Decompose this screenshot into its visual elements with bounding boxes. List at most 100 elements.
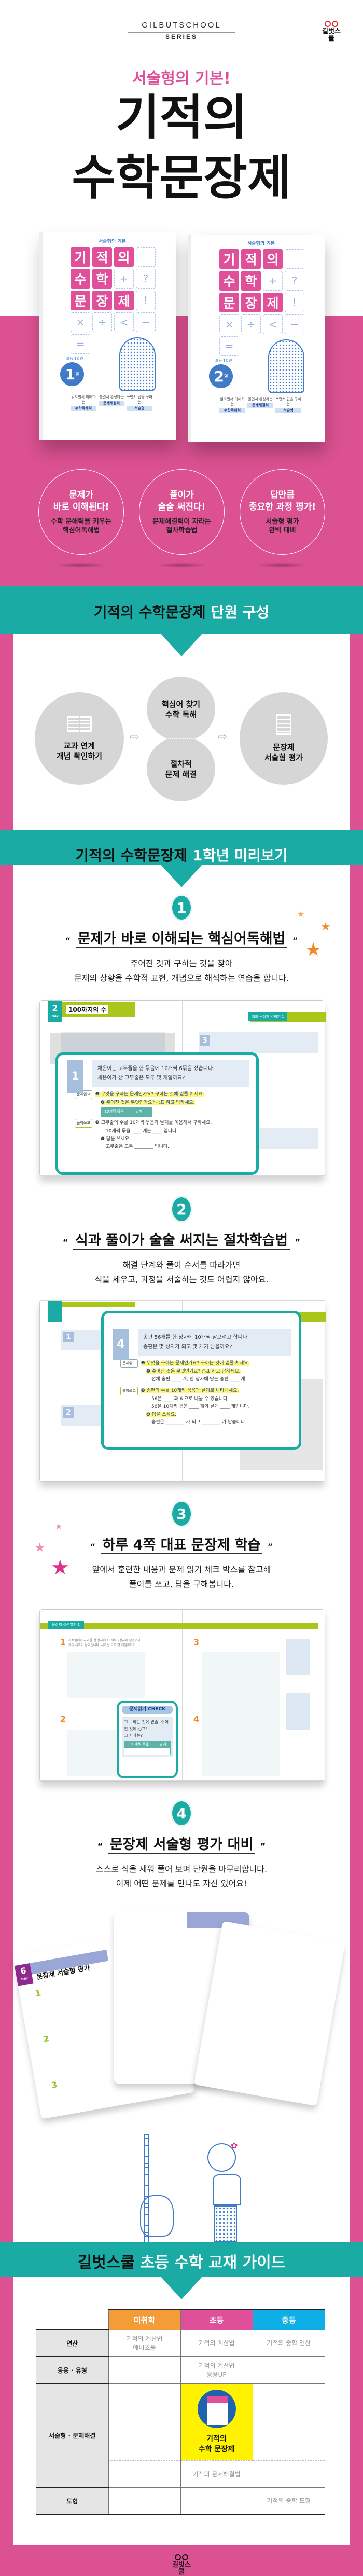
guide-column-2: 중등 <box>252 2309 325 2330</box>
section-number-3: 3 <box>171 1500 192 1527</box>
step4-text: ❹ 답을 쓰세요. <box>101 1136 131 1142</box>
open-quote: “ <box>90 1542 96 1552</box>
read-tag: 문제읽고 <box>75 1090 92 1099</box>
step4-fill: 고무줄은 모두 ________ 입니다. <box>106 1144 169 1149</box>
feature-headline1: 문제가 <box>68 489 94 501</box>
guide-cell <box>108 2356 180 2384</box>
guide-cell <box>252 2460 325 2488</box>
guide-cell[interactable]: 기적의 계산법 응용UP <box>180 2356 253 2384</box>
cover-feature-pre: 쓰면서 답을 구하는 <box>127 395 152 404</box>
zoom-callout: 1 채은이는 고무줄을 한 묶음에 10개씩 6묶음 샀습니다. 채은이가 산 … <box>55 1052 259 1175</box>
arrow-right-icon: ⇨ <box>218 731 228 744</box>
guide-cell <box>180 2487 253 2515</box>
guide-header-light: 초등 수학 교재 가이드 <box>140 2254 286 2272</box>
step4-text: ❹ 답을 쓰세요. <box>146 1412 177 1417</box>
open-book-icon <box>67 716 92 732</box>
cover-feature-pre: 읽으면서 이해하는 <box>71 395 96 404</box>
feature-circle-2: 풀이가 술술 써진다! 문제해결력이 자라는 절차학습법 <box>139 469 225 555</box>
girl-body-illustration <box>213 2174 241 2205</box>
feature-sub1: 수학 문해력을 키우는 <box>51 517 111 526</box>
step3-fill-b: 56은 10개씩 묶음 ____ 개와 낱개 ____ 개입니다. <box>151 1404 250 1409</box>
section-desc-line1: 앞에서 훈련한 내용과 문제 읽기 체크 박스를 참고해 <box>92 1565 271 1574</box>
structure-header: 기적의 수학문장제 단원 구성 <box>0 601 363 622</box>
guide-cell[interactable]: 기적의 계산법 예비초등 <box>108 2330 180 2357</box>
section-title-1: “ 문제가 바로 이해되는 핵심어독해법 ” <box>0 927 363 948</box>
guide-pointer <box>161 2277 202 2299</box>
check1-text: 구하는 것에 밑줄, 주어진 것에 ○표! <box>124 1720 169 1731</box>
section-desc-line2: 문제의 상황을 수학적 표현, 개념으로 해석하는 연습을 합니다. <box>74 973 289 983</box>
feature-sub2: 핵심어독해법 <box>62 526 100 535</box>
cover-title-char: 학 <box>92 269 112 289</box>
logo-eyes-icon <box>170 2554 193 2560</box>
guide-header-band <box>0 2242 363 2277</box>
girl-head-illustration <box>207 2143 236 2172</box>
read-tag: 문제읽고 <box>120 1359 138 1368</box>
cover-feature-tag: 문제해결력 <box>247 403 273 408</box>
check-callout: 문제읽기 CHECK ☐ 구하는 것에 밑줄, 주어진 것에 ○표! ☐ 사과는… <box>117 1701 178 1778</box>
question-number: 4 <box>193 1714 200 1724</box>
math-symbol-icon: + <box>263 271 283 291</box>
hero-title-line2: 수학문장제 <box>72 150 291 205</box>
open-quote: “ <box>65 936 71 946</box>
gilbutschool-logo[interactable]: 길벗스쿨 <box>320 21 343 43</box>
open-quote: “ <box>97 1841 103 1851</box>
table-col2: 낱개 <box>159 1742 166 1746</box>
structure-header-band <box>0 586 363 634</box>
step1-text: ❶ 무엇을 구하는 문제인가요? 구하는 것에 밑줄 치세요. <box>95 1092 204 1097</box>
guide-cell[interactable]: 기적의 계산법 <box>180 2330 253 2357</box>
question-line2: 송편은 몇 상자가 되고 몇 개가 남을까요? <box>143 1344 232 1350</box>
section-number-4: 4 <box>171 1800 192 1827</box>
cover-title-char: 제 <box>114 291 134 310</box>
cover-title-char: 기 <box>71 247 90 267</box>
star-icon: ★ <box>305 939 322 961</box>
close-quote: ” <box>292 936 298 946</box>
guide-cell <box>108 2460 180 2488</box>
guide-cell-highlight[interactable]: 기적의 수학 문장제 <box>180 2383 253 2461</box>
volume-suffix: 권 <box>75 372 79 377</box>
preview-spread-2: 1 2 4 송편 56개를 한 상자에 10개씩 담으려고 합니다. 송편은 몇… <box>39 1300 326 1482</box>
step-reading: 핵심어 찾기 수학 독해 <box>147 677 215 742</box>
footer-logo[interactable]: 길벗스쿨 <box>170 2554 193 2576</box>
left-question-number: 1 <box>63 1332 74 1342</box>
cover-title-char: 학 <box>241 271 261 291</box>
check2-text: 사과는? <box>129 1733 143 1738</box>
logo-eyes-icon <box>320 21 343 27</box>
cover-title-char: 적 <box>241 249 261 269</box>
unit-title: 100까지의 수 <box>66 1005 109 1014</box>
math-symbol-icon: ! <box>136 291 156 310</box>
question-number: 2 <box>60 1714 66 1724</box>
zoom-callout: 4 송편 56개를 한 상자에 10개씩 담으려고 합니다. 송편은 몇 상자가… <box>101 1311 301 1450</box>
cover-feature-tag: 서술형 <box>127 406 152 411</box>
day-number: 2 <box>52 1003 58 1013</box>
logo-text: 길벗스쿨 <box>322 28 341 43</box>
math-symbol-icon: + <box>114 269 134 289</box>
right-question-number: 3 <box>200 1035 210 1046</box>
step-solving: 절차적 문제 해결 <box>147 736 215 801</box>
left-question-number: 2 <box>63 1407 74 1418</box>
section-number-text: 4 <box>176 1804 187 1822</box>
check-item-1[interactable]: ☐ 구하는 것에 밑줄, 주어진 것에 ○표! <box>124 1720 169 1731</box>
math-symbol-icon: = <box>219 336 239 356</box>
step2-text: ❷ 주어진 것은 무엇인가요? ○표 하고 답하세요. <box>101 1100 195 1105</box>
cover-title-char: 문 <box>219 293 239 312</box>
guide-cell[interactable]: 기적의 문제해결법 <box>180 2460 253 2488</box>
guide-cell[interactable]: 기적의 중학 연산 <box>252 2330 325 2357</box>
math-symbol-icon: ? <box>285 271 304 291</box>
guide-cell[interactable]: 기적의 중학 도형 <box>252 2487 325 2515</box>
section-desc-line1: 주어진 것과 구하는 것을 찾아 <box>130 958 233 968</box>
check-item-2[interactable]: ☐ 사과는? <box>124 1733 143 1738</box>
write-tag: 풀이쓰고 <box>75 1119 92 1128</box>
feature-headline2: 중요한 과정 평가! <box>247 501 317 513</box>
guide-header-dark: 길벗스쿨 <box>77 2254 135 2272</box>
day-label: DAY <box>51 1015 59 1018</box>
star-icon: ★ <box>51 1556 69 1580</box>
logo-text: 길벗스쿨 <box>172 2561 191 2576</box>
guide-row: 기적의 문제해결법 <box>36 2460 325 2488</box>
step4-fill: 송편은 ________ 가 되고 ________ 가 남습니다. <box>151 1420 247 1425</box>
